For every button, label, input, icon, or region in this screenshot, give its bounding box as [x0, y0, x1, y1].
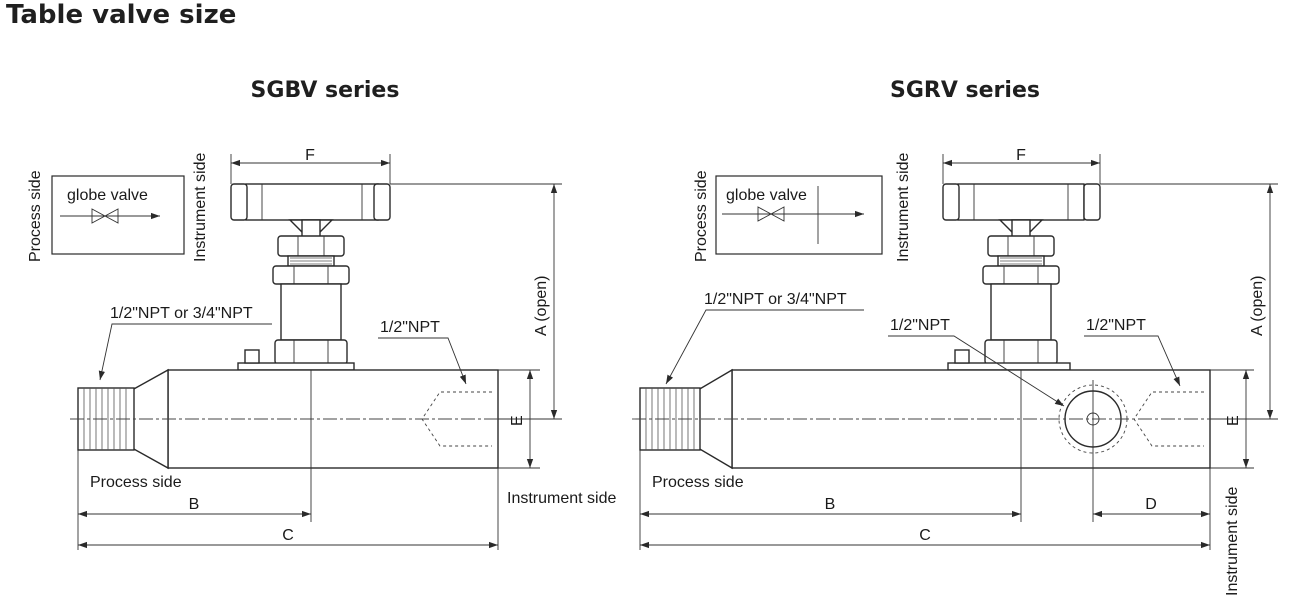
- sgbv-instrument-side-label: Instrument side: [507, 490, 616, 507]
- sgbv-process-side-vertical: Process side: [27, 170, 44, 262]
- sgbv-dim-c: C: [282, 527, 294, 544]
- sgbv-bonnet: [237, 235, 355, 371]
- sgrv-thread-mid-label: 1/2"NPT: [890, 317, 950, 334]
- sgbv-series-title: SGBV series: [251, 78, 400, 103]
- sgbv-instrument-side-vertical: Instrument side: [192, 153, 209, 262]
- sgbv-symbol-label: globe valve: [67, 187, 148, 204]
- sgrv-globe-valve-symbol: globe valve: [715, 175, 883, 255]
- sgrv-instrument-side-vertical-bottom: Instrument side: [1224, 487, 1241, 596]
- sgbv-dim-b: B: [189, 496, 200, 513]
- sgbv-dim-e: E: [509, 415, 526, 426]
- sgbv-globe-valve-symbol: globe valve: [51, 175, 185, 255]
- sgrv-dim-b: B: [825, 496, 836, 513]
- sgbv-drawing: SGBV series globe valve Process side Ins…: [27, 78, 616, 550]
- sgrv-thread-left-label: 1/2"NPT or 3/4"NPT: [704, 291, 847, 308]
- sgrv-series-title: SGRV series: [890, 78, 1040, 103]
- page-title: Table valve size: [6, 0, 237, 30]
- sgbv-dim-a: A (open): [533, 276, 550, 336]
- sgrv-process-side-vertical: Process side: [693, 170, 710, 262]
- sgbv-process-side-label: Process side: [90, 474, 182, 491]
- sgbv-handwheel-handle: [230, 183, 391, 239]
- sgbv-dim-f: F: [305, 147, 315, 164]
- sgbv-thread-right-label: 1/2"NPT: [380, 319, 440, 336]
- sgrv-handwheel-handle: [942, 183, 1101, 239]
- sgrv-bonnet: [947, 235, 1071, 371]
- sgrv-dim-a: A (open): [1249, 276, 1266, 336]
- sgrv-thread-right-label: 1/2"NPT: [1086, 317, 1146, 334]
- sgrv-dim-e: E: [1225, 415, 1242, 426]
- sgrv-process-side-label: Process side: [652, 474, 744, 491]
- sgrv-dim-d: D: [1145, 496, 1157, 513]
- sgrv-instrument-side-vertical: Instrument side: [895, 153, 912, 262]
- sgbv-valve-body: [70, 368, 505, 522]
- sgrv-dim-c: C: [919, 527, 931, 544]
- sgbv-thread-left-label: 1/2"NPT or 3/4"NPT: [110, 305, 253, 322]
- sgrv-symbol-label: globe valve: [726, 187, 807, 204]
- sgrv-drawing: SGRV series globe valve Process side Ins…: [632, 78, 1278, 596]
- sgrv-valve-body: [632, 368, 1216, 522]
- sgrv-dim-f: F: [1016, 147, 1026, 164]
